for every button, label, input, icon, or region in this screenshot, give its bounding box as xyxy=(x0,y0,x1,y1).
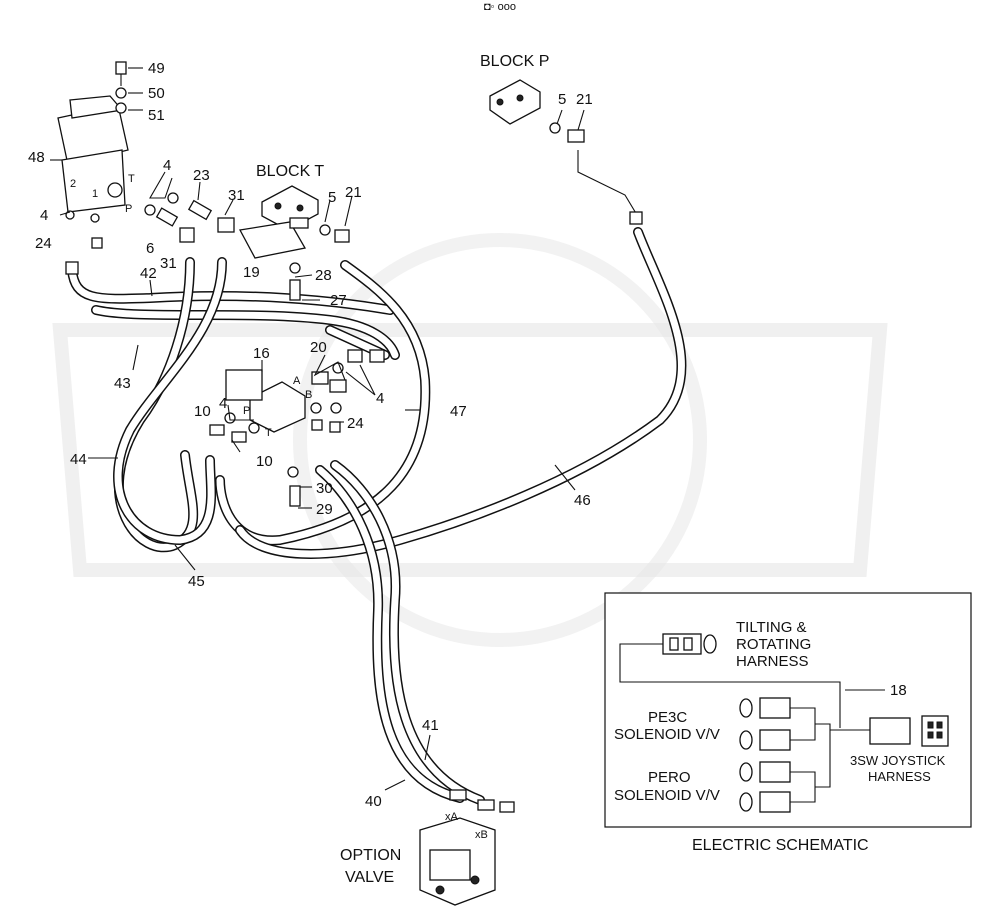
port-p-upper: P xyxy=(125,203,132,215)
port-2: 2 xyxy=(70,178,76,190)
callout-48: 48 xyxy=(28,149,45,166)
schematic-title: ELECTRIC SCHEMATIC xyxy=(692,837,869,854)
block-a-b-body xyxy=(225,369,306,433)
tilting-harness-line2: ROTATING xyxy=(736,636,811,653)
pero-label-line2: SOLENOID V/V xyxy=(614,787,720,804)
callout-5a: 5 xyxy=(328,189,336,206)
pe3c-label-line2: SOLENOID V/V xyxy=(614,726,720,743)
callout-5b: 5 xyxy=(558,91,566,108)
callout-31a: 31 xyxy=(228,187,245,204)
callout-30: 30 xyxy=(316,480,333,497)
callout-4b: 4 xyxy=(40,207,48,224)
callout-46: 46 xyxy=(574,492,591,509)
port-t-lower: T xyxy=(265,427,272,439)
callout-20: 20 xyxy=(310,339,327,356)
port-xb: xB xyxy=(475,829,488,841)
leader-lines xyxy=(50,67,585,791)
callout-50: 50 xyxy=(148,85,165,102)
callout-21b: 21 xyxy=(576,91,593,108)
callouts: 49 50 51 48 4 23 31 4 6 31 24 42 43 19 2… xyxy=(28,60,593,810)
header-mark: ◘◦ ooo xyxy=(484,1,516,13)
callout-24b: 24 xyxy=(347,415,364,432)
callout-45: 45 xyxy=(188,573,205,590)
callout-49: 49 xyxy=(148,60,165,77)
callout-10a: 10 xyxy=(194,403,211,420)
joystick-handle xyxy=(57,95,129,213)
callout-47: 47 xyxy=(450,403,467,420)
callout-29: 29 xyxy=(316,501,333,518)
port-1: 1 xyxy=(92,188,98,200)
callout-28: 28 xyxy=(315,267,332,284)
port-labels: T P 2 1 A B P T xA xB xyxy=(70,173,488,841)
callout-4d: 4 xyxy=(219,395,227,412)
callout-41: 41 xyxy=(422,717,439,734)
watermark-logo xyxy=(52,233,888,647)
callout-43: 43 xyxy=(114,375,131,392)
callout-24a: 24 xyxy=(35,235,52,252)
pero-label-line1: PERO xyxy=(648,769,691,786)
callout-40: 40 xyxy=(365,793,382,810)
callout-51: 51 xyxy=(148,107,165,124)
callout-44: 44 xyxy=(70,451,87,468)
tilting-harness-line1: TILTING & xyxy=(736,619,807,636)
port-xa: xA xyxy=(445,811,459,823)
callout-4a: 4 xyxy=(163,157,171,174)
tilting-harness-line3: HARNESS xyxy=(736,653,809,670)
hoses xyxy=(67,150,687,805)
option-valve-label-line2: VALVE xyxy=(345,869,394,886)
port-b: B xyxy=(305,389,312,401)
joystick-harness-line2: HARNESS xyxy=(868,769,931,784)
joystick-harness-line1: 3SW JOYSTICK xyxy=(850,753,946,768)
option-valve-label-line1: OPTION xyxy=(340,847,401,864)
port-p-lower: P xyxy=(243,405,250,417)
washer-50 xyxy=(115,87,127,99)
callout-23: 23 xyxy=(193,167,210,184)
callout-10b: 10 xyxy=(256,453,273,470)
block-p-title: BLOCK P xyxy=(480,53,549,70)
block-t-title: BLOCK T xyxy=(256,163,324,180)
callout-21a: 21 xyxy=(345,184,362,201)
fittings xyxy=(65,122,643,813)
callout-6: 6 xyxy=(146,240,154,257)
option-valve-body xyxy=(419,817,496,906)
plate-19 xyxy=(238,221,307,259)
callout-19: 19 xyxy=(243,264,260,281)
port-t-upper: T xyxy=(128,173,135,185)
electric-schematic: 18 TILTING & ROTATING HARNESS PE3C SOLEN… xyxy=(604,592,972,828)
block-p-body xyxy=(489,79,541,125)
bolt-49 xyxy=(115,61,127,86)
callout-27: 27 xyxy=(330,292,347,309)
callout-31b: 31 xyxy=(160,255,177,272)
port-a: A xyxy=(293,375,301,387)
callout-4c: 4 xyxy=(376,390,384,407)
callout-16: 16 xyxy=(253,345,270,362)
callout-18: 18 xyxy=(890,682,907,699)
pe3c-label-line1: PE3C xyxy=(648,709,687,726)
callout-42: 42 xyxy=(140,265,157,282)
oring-51 xyxy=(115,102,127,114)
